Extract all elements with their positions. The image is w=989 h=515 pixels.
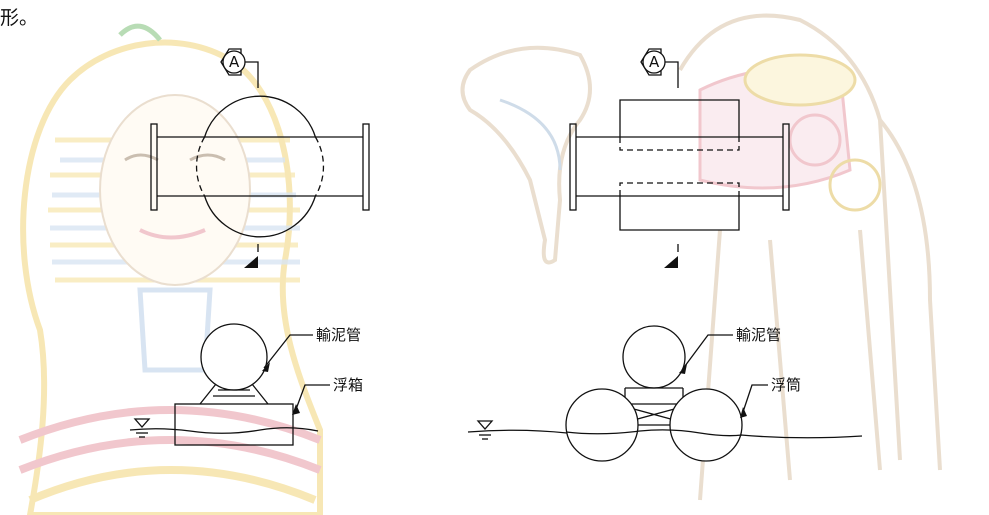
leader-mud-pipe-right xyxy=(679,334,733,374)
section-label: A xyxy=(649,53,660,71)
water-line xyxy=(467,429,568,434)
pontoon-lower xyxy=(619,196,740,231)
leader-float-left xyxy=(292,384,330,415)
section-marker-bottom-left xyxy=(244,244,259,268)
pontoon-upper xyxy=(619,99,740,137)
leader-mud-pipe-left xyxy=(262,334,313,372)
pontoon-circle-right xyxy=(669,388,743,462)
pontoon-circle-left xyxy=(565,388,639,462)
text-fragment: 形。 xyxy=(0,7,38,29)
water-level-symbol xyxy=(133,418,151,438)
leader-pontoon xyxy=(740,384,768,418)
mud-pipe-label-left: 輸泥管 xyxy=(316,326,361,344)
section-label: A xyxy=(229,53,240,71)
float-hidden-right xyxy=(314,136,325,197)
mud-pipe-circle xyxy=(200,323,268,391)
flange-left xyxy=(150,123,158,211)
right-plan-view: A xyxy=(569,48,790,268)
section-marker-bottom-right xyxy=(664,244,679,268)
pharaoh-mask-watermark xyxy=(18,23,323,515)
water-line xyxy=(129,427,319,434)
flange-right xyxy=(362,123,370,211)
section-arrow-small-icon xyxy=(664,256,678,268)
mud-pipe-label-right: 輸泥管 xyxy=(736,326,781,344)
float-hidden-left xyxy=(195,136,206,197)
flange-left xyxy=(569,123,577,211)
right-section-view: 輸泥管 浮筒 xyxy=(467,325,863,462)
left-plan-view: A xyxy=(150,48,370,268)
flange-right xyxy=(782,123,790,211)
watermark-artwork xyxy=(18,13,942,515)
water-level-icon xyxy=(133,418,151,428)
mud-pipe-circle xyxy=(622,325,686,389)
float-bottom-arc xyxy=(203,195,317,238)
pontoon-label: 浮筒 xyxy=(771,376,801,394)
section-arrow-small-icon xyxy=(244,256,258,268)
float-top-arc xyxy=(203,95,317,138)
left-section-view: 輸泥管 浮箱 xyxy=(129,323,363,446)
water-level-symbol xyxy=(476,420,494,440)
float-box-label: 浮箱 xyxy=(333,376,363,394)
camel-watermark xyxy=(460,13,942,501)
section-marker-top-left: A xyxy=(220,48,259,88)
section-marker-top-right: A xyxy=(640,48,679,88)
float-box xyxy=(174,403,294,446)
water-level-icon xyxy=(476,420,494,430)
